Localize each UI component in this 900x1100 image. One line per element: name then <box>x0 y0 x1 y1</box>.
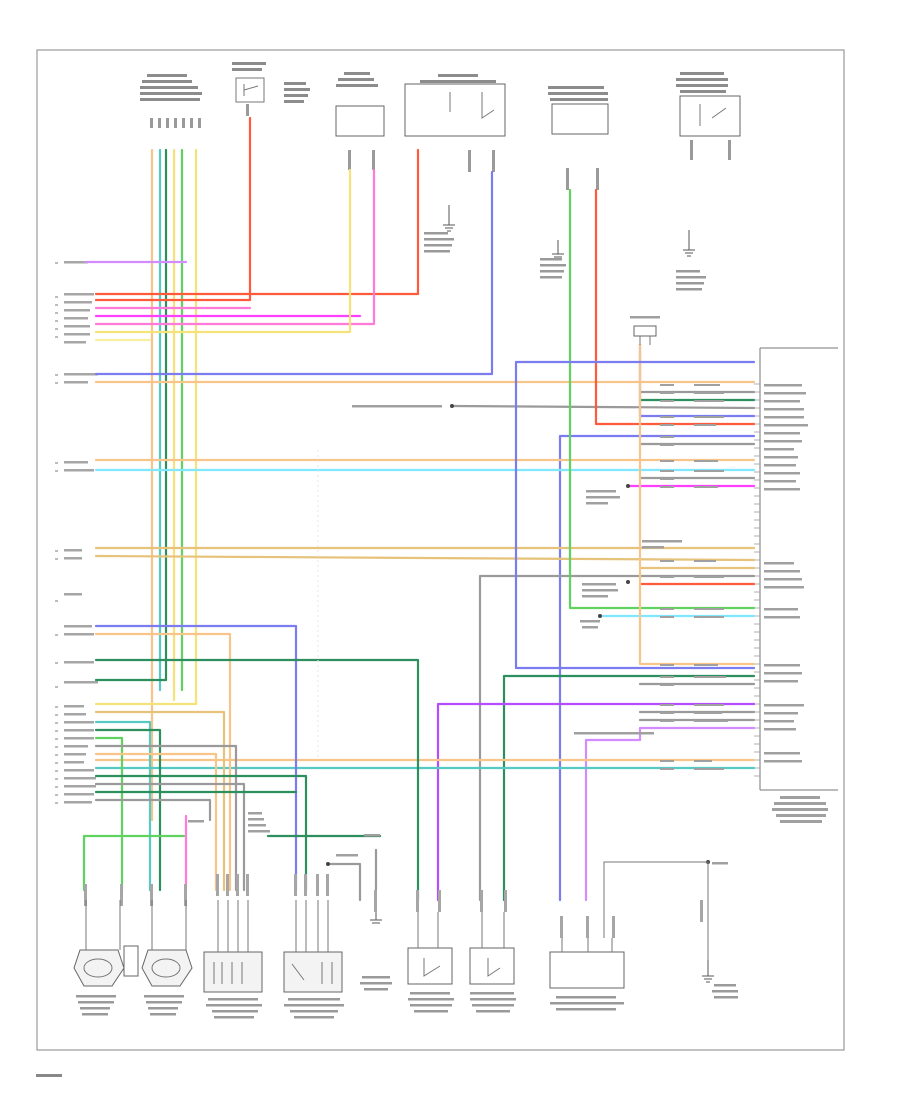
wire-blue-4 <box>514 360 756 670</box>
sensor-box-4-pins <box>481 912 505 977</box>
wire-orange-7 <box>94 752 218 892</box>
bottom-components <box>73 232 738 1019</box>
wire-blue-1 <box>94 170 494 376</box>
module-pin-ticks <box>754 383 760 777</box>
wire-gray-2 <box>450 404 756 410</box>
sensor-box-3 <box>407 947 453 985</box>
diagram-code-mark <box>36 1073 62 1079</box>
sensor-box-4 <box>469 947 515 985</box>
wire-green-4 <box>82 834 186 892</box>
wire-darkgreen-7 <box>94 774 308 892</box>
module-outline <box>759 347 838 791</box>
sensor-box-2 <box>283 951 343 993</box>
wire-gray-11 <box>94 798 212 822</box>
sensor-box-d <box>551 103 609 135</box>
wire-gray-9 <box>94 744 238 892</box>
sensor-box-3-pins <box>417 912 441 977</box>
wires <box>82 116 756 902</box>
wire-tan-2 <box>94 554 756 562</box>
wire-darkgreen-4 <box>94 658 420 902</box>
wire-green-2 <box>568 188 756 610</box>
wire-yellow-h1 <box>94 168 352 334</box>
sensor-icon <box>73 945 193 987</box>
switch-box-a <box>235 77 265 103</box>
connector-box-b <box>335 105 385 137</box>
wire-magenta-2 <box>94 168 376 326</box>
wire-blue-5 <box>94 624 298 892</box>
wire-orange-6 <box>94 632 232 892</box>
left-harness-labels <box>64 261 98 804</box>
wire-teal-3 <box>94 720 152 892</box>
wire-red-2 <box>94 116 252 302</box>
sensor-box-5 <box>549 951 625 989</box>
wire-tan-4 <box>94 710 226 892</box>
pin-code-marks-top <box>150 104 731 190</box>
switch-contact-a <box>243 84 259 96</box>
connector-box-c <box>404 83 506 137</box>
left-harness-numbers <box>55 262 58 804</box>
control-module <box>754 347 838 823</box>
wire-gray-10 <box>94 782 246 892</box>
bottom-label-marks <box>76 232 738 1019</box>
ground-icon <box>443 205 695 258</box>
splice-icon <box>326 404 710 866</box>
wire-darkgreen-3 <box>502 674 756 902</box>
sensor-box-1-pins <box>213 900 249 984</box>
pin-code-marks-bottom <box>84 874 703 938</box>
switch-contact-e <box>699 104 727 126</box>
top-components <box>140 62 741 258</box>
wire-red-3 <box>594 188 756 426</box>
sensor-box-2-pins <box>291 900 333 984</box>
wire-gray-5 <box>478 574 756 902</box>
wire-green-3 <box>94 736 124 892</box>
wire-violet-1 <box>584 726 756 902</box>
component-label-marks <box>140 62 728 103</box>
wire-ground-lead <box>603 861 709 960</box>
connector-icon <box>630 316 660 345</box>
ground-icon <box>702 960 714 983</box>
wire-purple-1 <box>436 702 756 902</box>
switch-box-e <box>679 95 741 137</box>
wire-blue-2 <box>638 343 756 418</box>
module-pin-marks <box>764 384 828 823</box>
sensor-box-1 <box>203 951 263 993</box>
switch-contact-c <box>449 92 495 119</box>
sensor-box-5-pins <box>561 938 613 952</box>
ground-small <box>370 912 382 924</box>
annotation-marks <box>188 384 728 865</box>
wire-red-1 <box>94 148 420 296</box>
diagram-border <box>36 49 845 1051</box>
wire-gray-12 <box>328 862 362 902</box>
sensor-pin-lines <box>85 900 187 950</box>
